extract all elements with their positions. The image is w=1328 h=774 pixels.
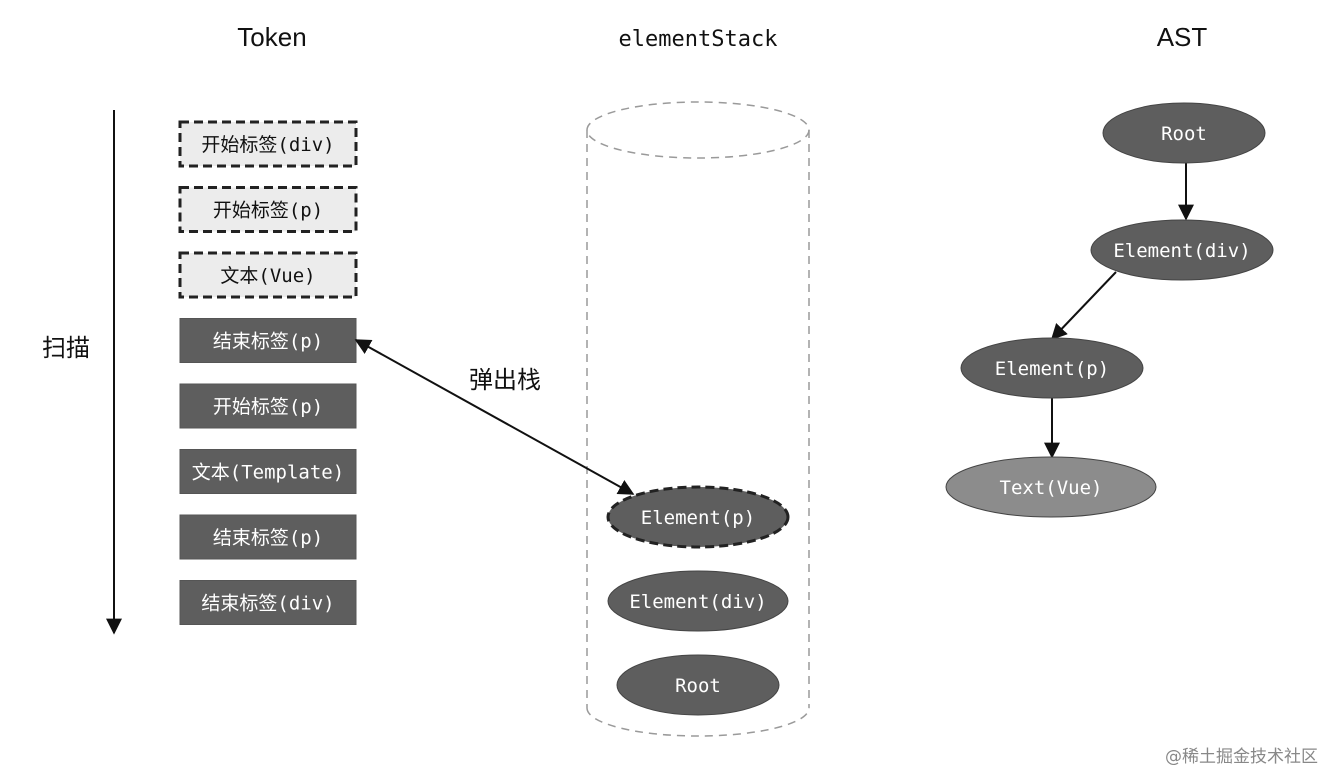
stack-cylinder xyxy=(586,101,810,737)
token-item: 文本(Vue) xyxy=(178,251,358,299)
watermark: @稀土掘金技术社区 xyxy=(1165,747,1318,767)
token-label: 结束标签(p) xyxy=(213,527,323,549)
token-item: 开始标签(p) xyxy=(179,383,357,429)
ast-node-label: Root xyxy=(1161,123,1207,145)
token-item: 文本(Template) xyxy=(179,449,357,494)
stack-item: Element(div) xyxy=(607,570,789,632)
token-box xyxy=(178,186,358,233)
header-ast: AST xyxy=(1157,22,1208,52)
token-box xyxy=(179,383,357,429)
stack-items: Element(p) Element(div) Root xyxy=(606,485,790,716)
ast-node-label: Element(p) xyxy=(995,358,1109,380)
scan-label: 扫描 xyxy=(42,334,90,362)
token-box xyxy=(179,514,357,560)
pop-label: 弹出栈 xyxy=(469,366,541,394)
ast-node-shape xyxy=(1090,219,1274,281)
ast-node-label: Text(Vue) xyxy=(1000,477,1103,499)
stack-item-label: Element(p) xyxy=(641,507,755,529)
token-box xyxy=(178,120,358,168)
stack-item: Root xyxy=(616,654,780,716)
stack-item-shape xyxy=(606,485,790,549)
token-item: 结束标签(div) xyxy=(179,580,357,625)
token-label: 结束标签(p) xyxy=(213,331,323,353)
token-item: 开始标签(p) xyxy=(178,186,358,233)
token-label: 开始标签(p) xyxy=(213,396,323,418)
token-box xyxy=(179,318,357,363)
token-label: 开始标签(div) xyxy=(201,134,334,156)
token-item: 开始标签(div) xyxy=(178,120,358,168)
token-label: 文本(Vue) xyxy=(220,265,315,287)
stack-item-shape xyxy=(607,570,789,632)
stack-item-label: Element(div) xyxy=(629,591,766,613)
token-label: 结束标签(div) xyxy=(201,593,334,615)
ast-edge-div-p xyxy=(1050,271,1117,341)
token-label: 文本(Template) xyxy=(192,462,344,484)
ast-node-shape xyxy=(960,337,1144,399)
ast-node: Text(Vue) xyxy=(945,456,1157,518)
token-item: 结束标签(p) xyxy=(179,514,357,560)
header-element-stack: elementStack xyxy=(619,27,778,52)
ast-node: Element(div) xyxy=(1090,219,1274,281)
token-label: 开始标签(p) xyxy=(213,200,323,222)
stack-item-label: Root xyxy=(675,675,721,697)
stack-item: Element(p) xyxy=(606,485,790,549)
ast-node: Element(p) xyxy=(960,337,1144,399)
pop-arrow xyxy=(354,339,635,495)
token-box xyxy=(179,449,357,494)
token-box xyxy=(178,251,358,299)
ast-node-shape xyxy=(1102,102,1266,164)
ast-edges xyxy=(1044,162,1194,459)
header-token: Token xyxy=(237,22,306,52)
ast-node: Root xyxy=(1102,102,1266,164)
token-box xyxy=(179,580,357,625)
token-item: 结束标签(p) xyxy=(179,318,357,363)
stack-item-shape xyxy=(616,654,780,716)
token-list: 开始标签(div) 开始标签(p) 文本(Vue) 结束标签(p) 开始标签(p) 文本(… xyxy=(178,120,358,625)
ast-node-shape xyxy=(945,456,1157,518)
ast-node-label: Element(div) xyxy=(1113,240,1250,262)
